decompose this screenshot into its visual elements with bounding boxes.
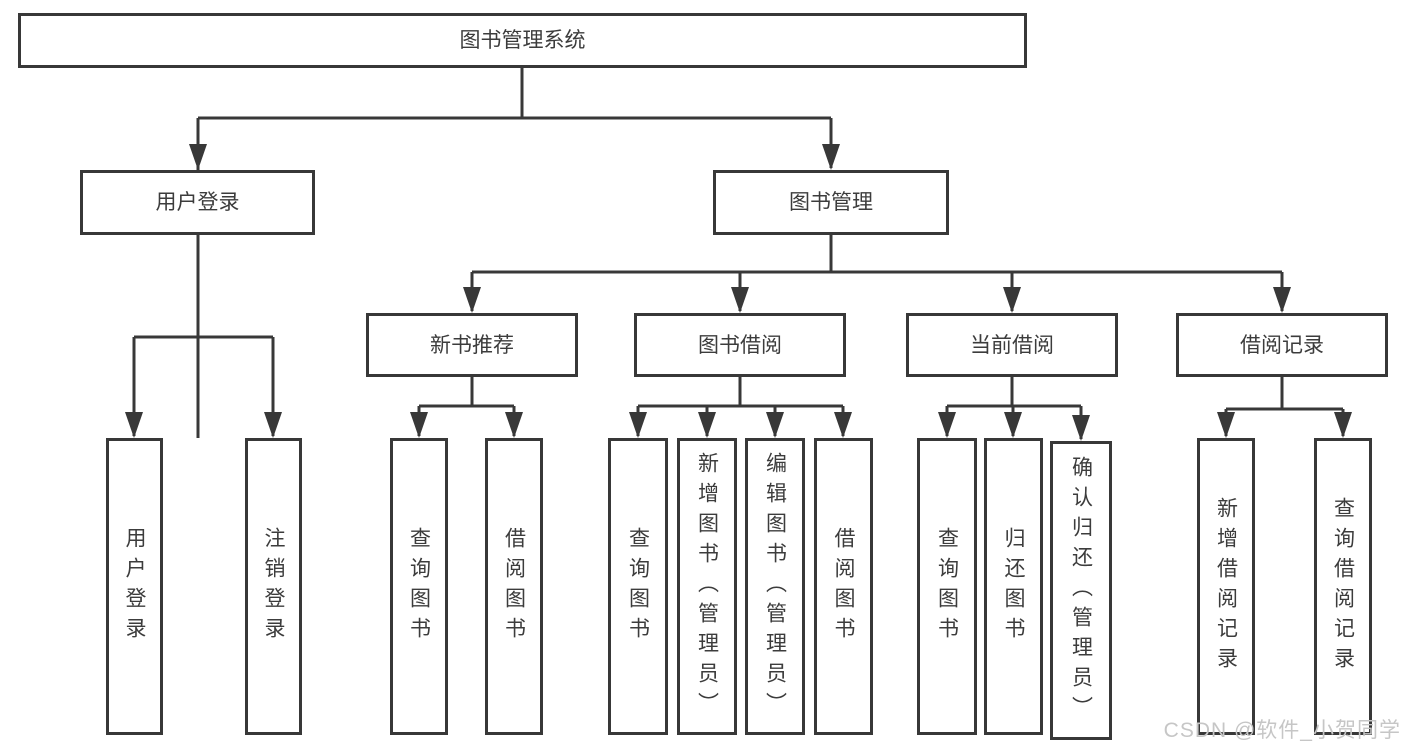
node-label: 编辑图书（管理员） bbox=[763, 451, 787, 722]
leaf-confirm-return-admin: 确认归还（管理员） bbox=[1050, 441, 1112, 740]
leaf-borrow-books-recommend: 借阅图书 bbox=[485, 438, 543, 735]
node-label: 借阅图书 bbox=[832, 526, 855, 647]
node-book-borrowing: 图书借阅 bbox=[634, 313, 846, 377]
node-current-borrowing: 当前借阅 bbox=[906, 313, 1118, 377]
leaf-edit-books-admin: 编辑图书（管理员） bbox=[745, 438, 805, 735]
leaf-query-borrow-record: 查询借阅记录 bbox=[1314, 438, 1372, 735]
leaf-query-books-recommend: 查询图书 bbox=[390, 438, 448, 735]
node-label: 图书借阅 bbox=[698, 333, 782, 357]
leaf-logout-login: 注销登录 bbox=[245, 438, 302, 735]
node-label: 用户登录 bbox=[123, 526, 146, 647]
node-label: 查询图书 bbox=[626, 526, 650, 647]
node-label: 新增图书（管理员） bbox=[695, 451, 719, 722]
node-library-management-system: 图书管理系统 bbox=[18, 13, 1027, 68]
node-user-login: 用户登录 bbox=[80, 170, 315, 235]
node-label: 借阅记录 bbox=[1240, 333, 1324, 357]
node-label: 图书管理系统 bbox=[459, 29, 586, 52]
node-label: 用户登录 bbox=[155, 191, 240, 214]
node-label: 新增借阅记录 bbox=[1214, 496, 1238, 677]
node-book-management: 图书管理 bbox=[713, 170, 949, 235]
node-borrow-records: 借阅记录 bbox=[1176, 313, 1388, 377]
node-label: 图书管理 bbox=[789, 191, 873, 214]
leaf-user-login: 用户登录 bbox=[106, 438, 163, 735]
node-label: 新书推荐 bbox=[430, 333, 514, 357]
leaf-borrow-books: 借阅图书 bbox=[814, 438, 873, 735]
leaf-add-borrow-record: 新增借阅记录 bbox=[1197, 438, 1255, 735]
csdn-watermark: CSDN @软件_小贺同学 bbox=[1163, 719, 1401, 742]
leaf-return-books: 归还图书 bbox=[984, 438, 1043, 735]
node-label: 查询借阅记录 bbox=[1331, 496, 1355, 677]
node-label: 借阅图书 bbox=[502, 526, 526, 647]
leaf-query-books-borrowing: 查询图书 bbox=[608, 438, 668, 735]
node-label: 注销登录 bbox=[262, 526, 285, 647]
node-label: 查询图书 bbox=[407, 526, 431, 647]
node-label: 确认归还（管理员） bbox=[1069, 455, 1093, 726]
node-label: 归还图书 bbox=[1002, 526, 1025, 647]
leaf-query-books-current: 查询图书 bbox=[917, 438, 977, 735]
leaf-add-books-admin: 新增图书（管理员） bbox=[677, 438, 737, 735]
node-label: 查询图书 bbox=[935, 526, 959, 647]
node-new-book-recommendation: 新书推荐 bbox=[366, 313, 578, 377]
node-label: 当前借阅 bbox=[970, 333, 1054, 357]
